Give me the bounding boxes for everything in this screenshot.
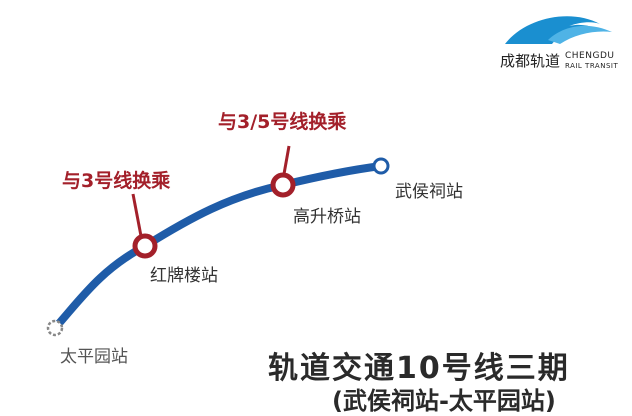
station-label-gaoshengqiao: 高升桥站 xyxy=(293,207,361,227)
logo-text-en-2: RAIL TRANSIT xyxy=(565,62,619,70)
station-label-taipingyuan: 太平园站 xyxy=(60,347,128,367)
station-marker-taipingyuan[interactable] xyxy=(46,319,64,337)
transfer-label-gaoshengqiao: 与3/5号线换乘 xyxy=(218,111,347,133)
station-label-hongpailou: 红牌楼站 xyxy=(150,266,218,286)
page-title: 轨道交通10号线三期 xyxy=(268,351,570,386)
page-subtitle: (武侯祠站-太平园站) xyxy=(332,387,556,415)
transfer-label-hongpailou: 与3号线换乘 xyxy=(62,170,171,192)
transfer-leader-hongpailou xyxy=(131,193,143,237)
logo-text-cn: 成都轨道 xyxy=(500,52,561,70)
station-marker-gaoshengqiao[interactable] xyxy=(270,172,296,198)
logo-text-en-1: CHENGDU xyxy=(565,51,615,61)
transfer-leader-gaoshengqiao xyxy=(282,145,291,175)
station-label-wuhouci: 武侯祠站 xyxy=(395,182,463,202)
station-marker-hongpailou[interactable] xyxy=(132,233,158,259)
logo-swoosh-icon xyxy=(505,16,612,44)
line-10-track xyxy=(51,162,385,332)
station-marker-wuhouci[interactable] xyxy=(372,157,390,175)
